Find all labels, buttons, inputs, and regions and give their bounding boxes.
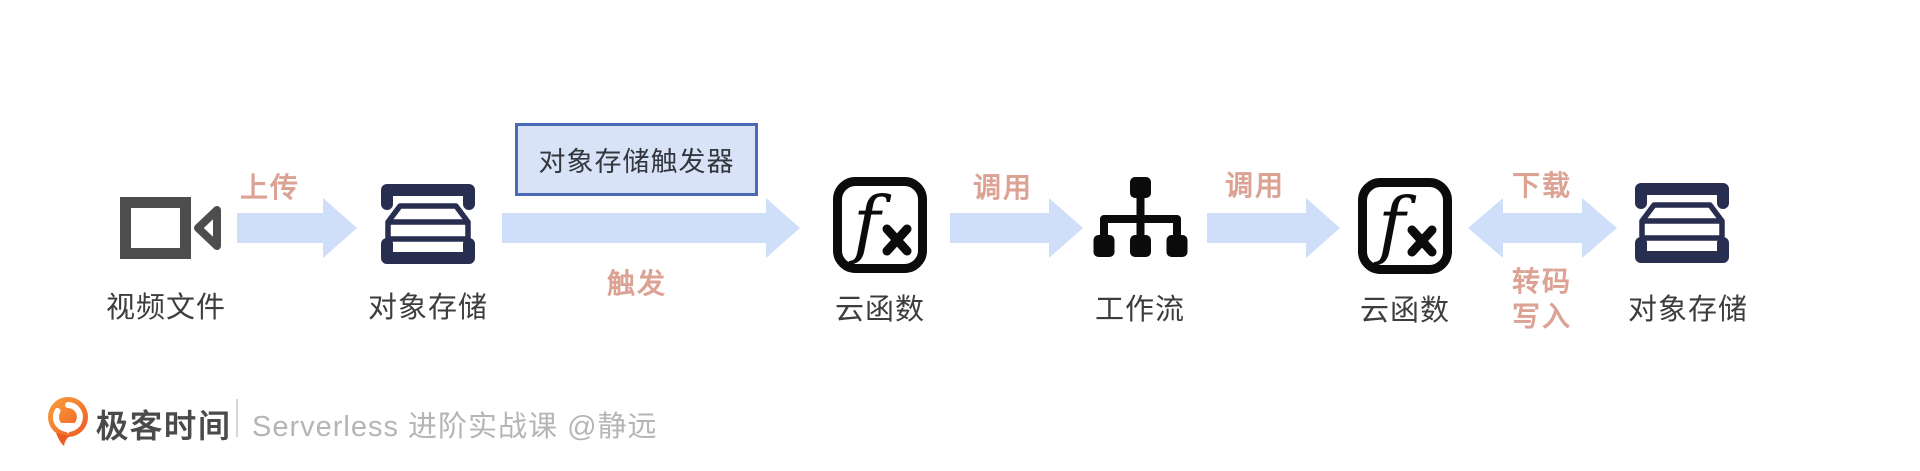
object-storage-icon — [1635, 183, 1729, 263]
workflow-label: 工作流 — [1094, 294, 1185, 326]
video-file-label: 视频文件 — [105, 292, 226, 324]
workflow-icon — [1093, 177, 1188, 257]
video-camera-icon — [120, 197, 221, 259]
invoke-1-label: 调用 — [972, 172, 1033, 203]
object-storage-icon — [381, 184, 475, 264]
footer-divider — [236, 399, 238, 437]
footer-course-title: Serverless 进阶实战课 @静远 — [252, 411, 658, 443]
invoke-2-arrow-icon — [1207, 198, 1340, 258]
invoke-2-label: 调用 — [1224, 170, 1285, 201]
invoke-1-arrow-icon — [950, 198, 1083, 258]
cloud-function-icon: f — [833, 177, 927, 273]
upload-label: 上传 — [239, 172, 300, 203]
trigger-label: 触发 — [606, 268, 667, 299]
footer-brand: 极客时间 — [96, 408, 233, 444]
upload-arrow-icon — [237, 198, 357, 258]
cloud-function-icon: f — [1358, 178, 1452, 274]
trigger-box-label: 对象存储触发器 — [538, 147, 735, 177]
cloud-function-2-label: 云函数 — [1359, 295, 1450, 327]
trigger-arrow-icon — [502, 198, 800, 258]
write-line: 写入 — [1511, 301, 1572, 332]
transcode-line: 转码 — [1511, 266, 1572, 297]
download-transcode-double-arrow-icon — [1468, 198, 1617, 258]
object-storage-2-label: 对象存储 — [1627, 294, 1748, 326]
transcode-write-label: 转码 写入 — [1472, 264, 1612, 334]
object-storage-1-label: 对象存储 — [367, 292, 488, 324]
cloud-function-1-label: 云函数 — [834, 294, 925, 326]
geektime-logo-icon — [48, 397, 88, 446]
object-storage-trigger-box: 对象存储触发器 — [515, 123, 758, 196]
download-label: 下载 — [1511, 170, 1572, 201]
